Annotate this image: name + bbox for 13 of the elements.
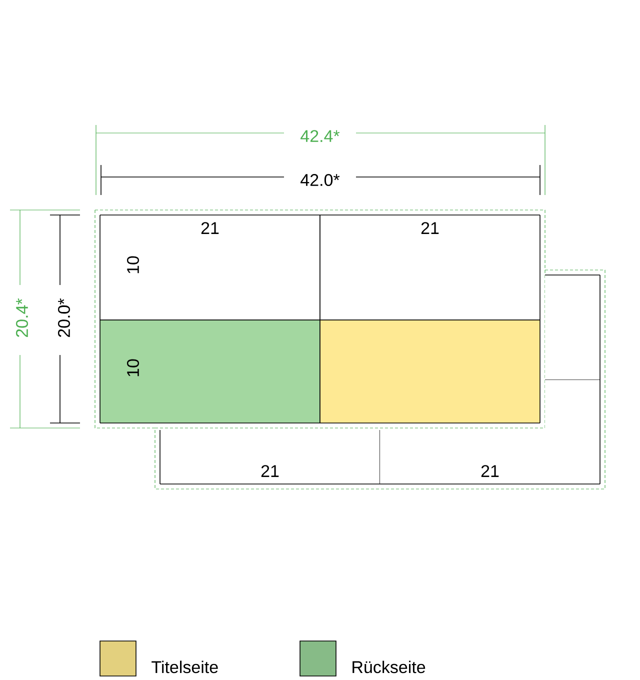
node-label: 21	[481, 465, 499, 477]
dimension-label: 20.0*	[58, 298, 70, 337]
panel: 10	[100, 320, 320, 424]
panel: 21	[320, 214, 540, 320]
dimension-label: 42.0*	[300, 174, 340, 186]
legend-label: Titelseite	[152, 660, 218, 674]
panel: 21 10	[100, 214, 320, 320]
dimension-label: 42.4*	[300, 130, 340, 142]
panel	[545, 380, 600, 430]
panel	[320, 320, 540, 424]
panel: 21	[160, 430, 380, 484]
dimension-label: 20.4*	[16, 298, 28, 337]
legend-label: Rückseite	[352, 660, 426, 674]
